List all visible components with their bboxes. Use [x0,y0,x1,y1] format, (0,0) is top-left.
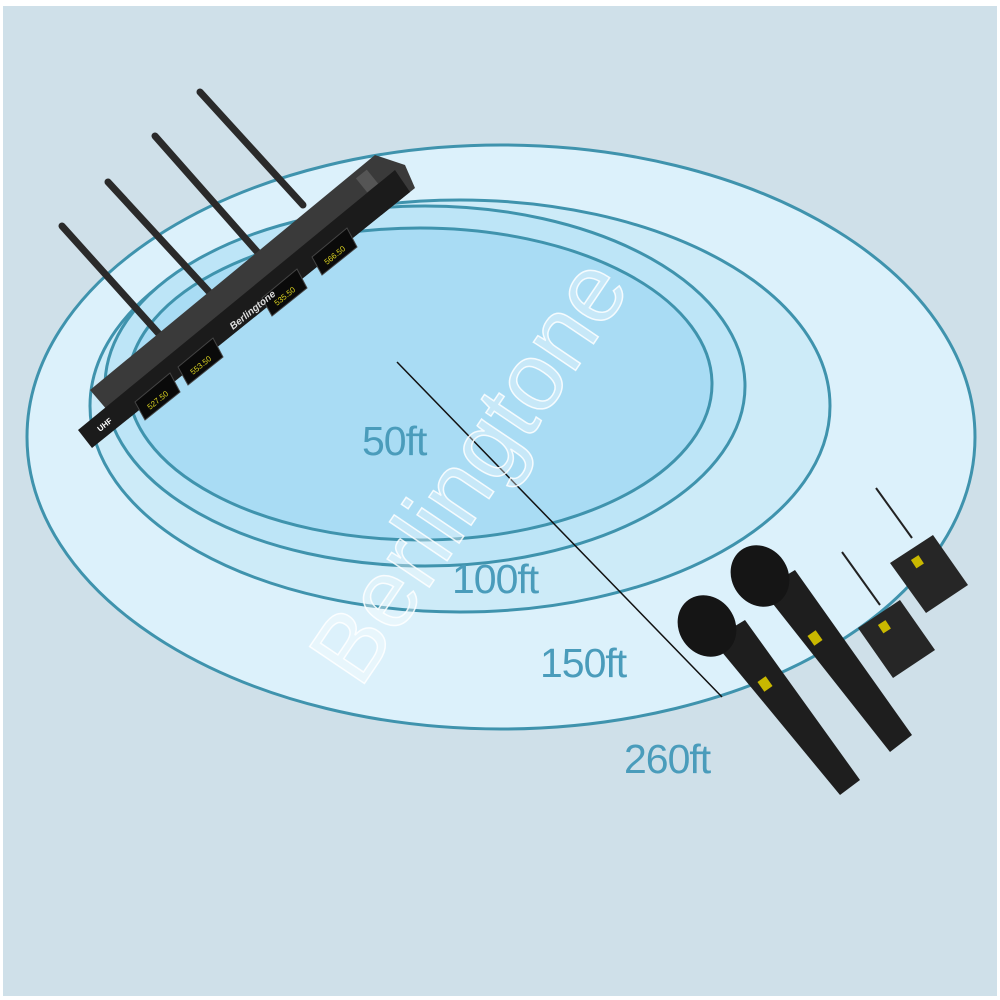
power-switch-icon [355,169,379,193]
handheld-microphone [730,545,912,752]
bodypack-transmitter [841,551,935,678]
range-label-260ft: 260ft [624,736,711,782]
range-label-50ft: 50ft [362,418,427,464]
bodypack-transmitter [875,487,968,613]
distance-line [396,361,723,698]
range-label-100ft: 100ft [452,556,539,602]
receiver-unit: 527.50 553.50 535.50 566.50 Berlingtone … [78,155,415,448]
receiver-antennas [58,88,307,339]
range-label-150ft: 150ft [540,640,627,686]
handheld-microphone [677,595,860,795]
